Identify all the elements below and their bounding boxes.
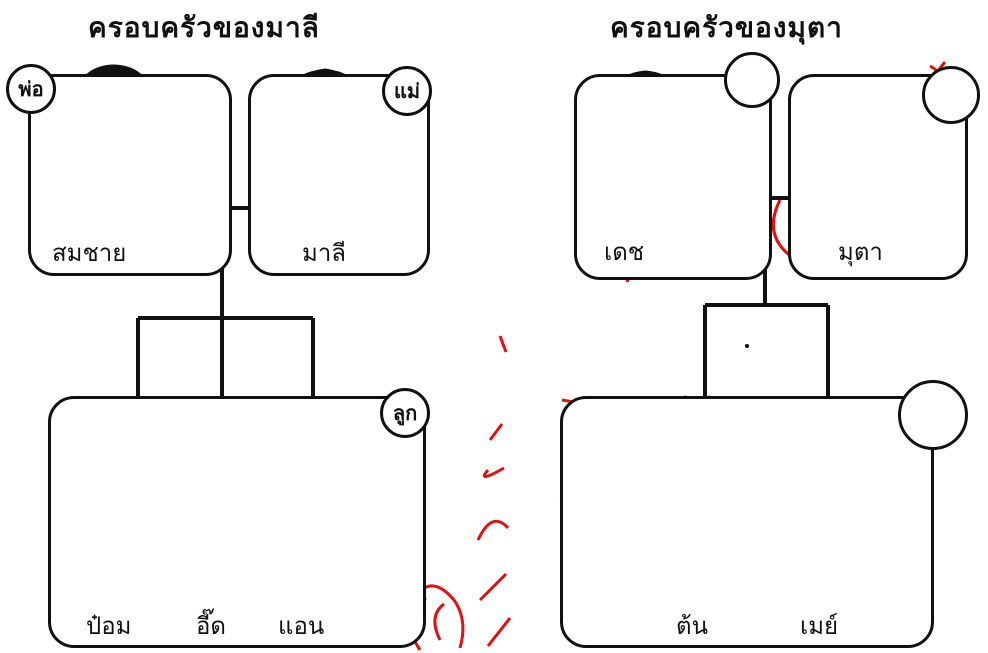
right-mother-name: มุตา bbox=[838, 238, 883, 266]
right-children-card bbox=[560, 396, 934, 648]
right-father-badge[interactable] bbox=[724, 52, 780, 108]
left-children-card bbox=[48, 396, 426, 648]
left-father-badge: พ่อ bbox=[6, 64, 56, 114]
right-family-title: ครอบครัวของมุตา bbox=[610, 11, 843, 44]
left-child-name-3: แอน bbox=[278, 612, 325, 640]
right-child-name-2: เมย์ bbox=[800, 612, 839, 640]
right-mother-card bbox=[788, 74, 968, 280]
stray-dot bbox=[745, 344, 749, 348]
right-father-card bbox=[574, 74, 772, 280]
left-mother-badge: แม่ bbox=[382, 66, 432, 116]
left-father-name: สมชาย bbox=[52, 239, 127, 267]
right-father-name: เดช bbox=[604, 238, 645, 266]
right-children-badge[interactable] bbox=[898, 380, 968, 450]
left-children-badge: ลูก bbox=[380, 388, 430, 438]
left-father-card bbox=[28, 74, 232, 276]
left-mother-name: มาลี bbox=[302, 239, 347, 267]
left-child-name-2: อี๊ด bbox=[196, 612, 226, 640]
left-child-name-1: ป๋อม bbox=[86, 612, 132, 640]
right-mother-badge[interactable] bbox=[922, 66, 980, 124]
left-family-title: ครอบครัวของมาลี bbox=[88, 11, 320, 44]
right-child-name-1: ต้น bbox=[676, 612, 708, 640]
